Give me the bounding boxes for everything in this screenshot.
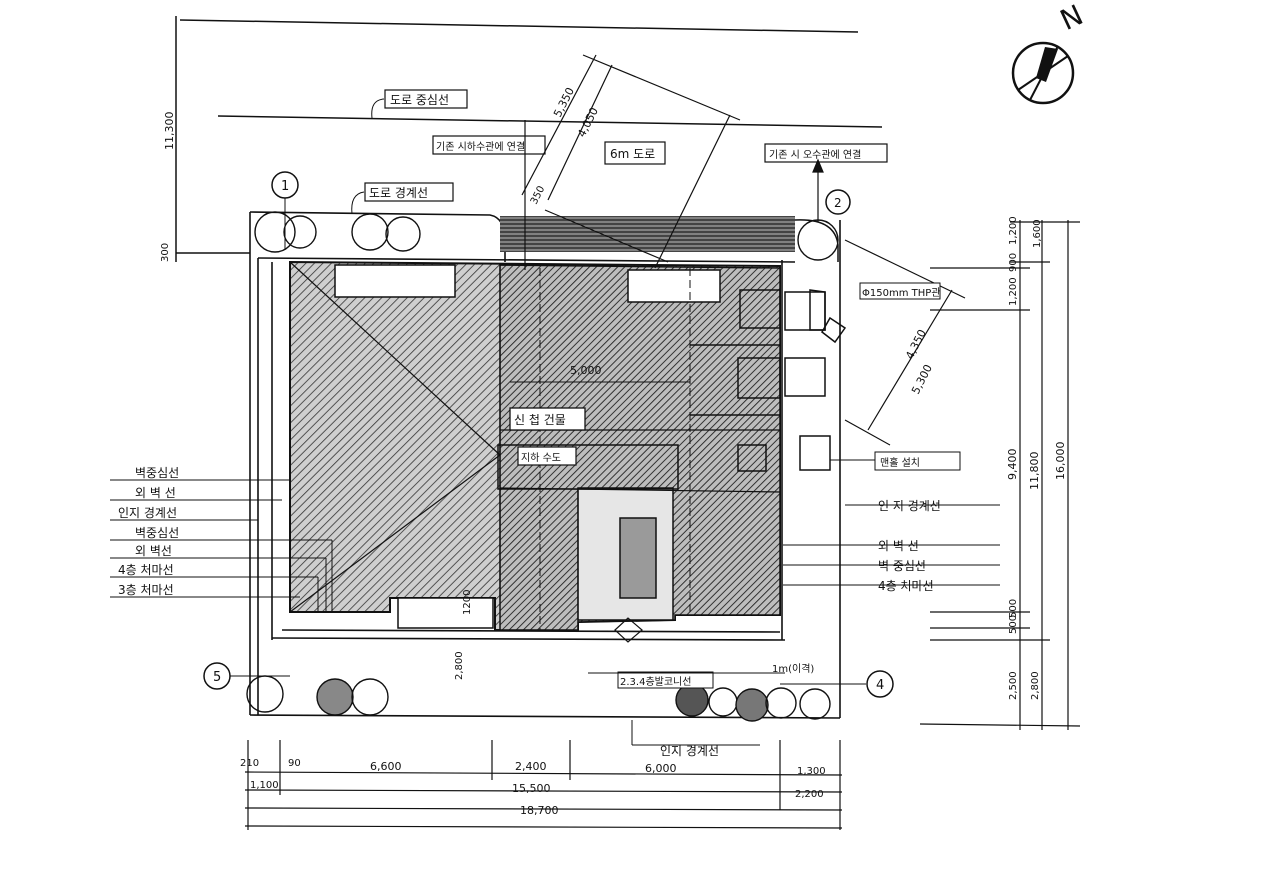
svg-text:1,600: 1,600 bbox=[1032, 219, 1043, 248]
svg-text:500: 500 bbox=[1008, 599, 1019, 618]
svg-text:1: 1 bbox=[281, 179, 289, 194]
building-labels: 신 첩 건물 지하 수도 5,000 Φ150mm THP관 4,350 5,3… bbox=[509, 282, 961, 471]
sewer-left-label: 기존 시하수관에 연결 bbox=[436, 140, 525, 153]
svg-text:300: 300 bbox=[160, 243, 171, 262]
canopy-label: 2.3.4층발코니선 bbox=[620, 676, 691, 688]
svg-text:외 벽선: 외 벽선 bbox=[135, 544, 172, 558]
parking-area bbox=[690, 289, 847, 472]
svg-text:1,300: 1,300 bbox=[797, 766, 826, 777]
road-6m-label: 6m 도로 bbox=[610, 147, 655, 161]
svg-text:2,200: 2,200 bbox=[795, 789, 824, 800]
svg-text:18,700: 18,700 bbox=[520, 804, 559, 817]
svg-text:2,800: 2,800 bbox=[1030, 671, 1041, 700]
bottom-dimension-text: 210 90 6,600 2,400 6,000 1,300 1,100 15,… bbox=[240, 758, 826, 817]
svg-text:5: 5 bbox=[213, 670, 221, 685]
svg-text:1,200: 1,200 bbox=[1008, 277, 1019, 306]
sewer-right-label: 기존 시 오수관에 연결 bbox=[769, 149, 861, 161]
outer-wall-right: 외 벽 선 bbox=[878, 539, 919, 553]
svg-text:11,300: 11,300 bbox=[163, 112, 176, 151]
road-boundary-label: 도로 경계선 bbox=[369, 186, 428, 200]
svg-text:5,000: 5,000 bbox=[570, 364, 602, 377]
svg-text:15,500: 15,500 bbox=[512, 782, 551, 795]
svg-text:16,000: 16,000 bbox=[1054, 442, 1067, 481]
svg-text:벽중심선: 벽중심선 bbox=[135, 466, 179, 480]
grid-marker-5: 5 bbox=[203, 662, 290, 690]
svg-text:4: 4 bbox=[876, 678, 884, 693]
basement-label: 지하 수도 bbox=[521, 451, 561, 464]
site-boundary-bottom: 인지 경계선 bbox=[660, 744, 719, 758]
pipe-label: Φ150mm THP관 bbox=[862, 287, 940, 299]
svg-text:1,100: 1,100 bbox=[250, 780, 279, 791]
svg-text:2: 2 bbox=[834, 196, 842, 210]
site-boundary-right: 인 지 경계선 bbox=[878, 499, 941, 513]
svg-text:900: 900 bbox=[1008, 253, 1019, 272]
svg-text:외 벽 선: 외 벽 선 bbox=[135, 486, 176, 500]
svg-text:11,800: 11,800 bbox=[1028, 452, 1041, 491]
right-labels: 인 지 경계선 외 벽 선 벽 중심선 4층 처마선 bbox=[783, 499, 1000, 593]
diagonal-dimensions bbox=[521, 54, 966, 446]
svg-text:1m(이격): 1m(이격) bbox=[772, 662, 814, 675]
svg-text:4층 처마선: 4층 처마선 bbox=[118, 563, 174, 577]
svg-text:2,500: 2,500 bbox=[1008, 671, 1019, 700]
left-labels: 벽중심선 외 벽 선 인지 경계선 벽중심선 외 벽선 4층 처마선 3층 처마… bbox=[110, 466, 333, 612]
svg-text:90: 90 bbox=[288, 758, 301, 769]
svg-text:2,400: 2,400 bbox=[515, 760, 547, 773]
svg-text:5,350: 5,350 bbox=[551, 85, 577, 119]
road-lines bbox=[175, 16, 883, 262]
north-arrow: N bbox=[1011, 0, 1088, 105]
svg-text:4,350: 4,350 bbox=[903, 327, 929, 361]
svg-text:벽중심선: 벽중심선 bbox=[135, 526, 179, 540]
svg-text:2,800: 2,800 bbox=[454, 651, 465, 680]
new-building-label: 신 첩 건물 bbox=[514, 413, 566, 427]
wall-center-right: 벽 중심선 bbox=[878, 559, 926, 573]
svg-text:6,000: 6,000 bbox=[645, 762, 677, 775]
road-strip bbox=[500, 216, 795, 252]
north-label: N bbox=[1055, 0, 1088, 37]
road-center-label: 도로 중심선 bbox=[390, 93, 449, 107]
right-dimensions bbox=[919, 220, 1081, 730]
svg-text:1,200: 1,200 bbox=[1008, 216, 1019, 245]
svg-text:9,400: 9,400 bbox=[1006, 449, 1019, 481]
svg-text:5,300: 5,300 bbox=[909, 362, 935, 396]
grid-marker-4: 4 bbox=[780, 670, 894, 698]
grid-marker-1: 1 bbox=[271, 171, 299, 250]
manhole-label: 맨홀 설치 bbox=[880, 456, 920, 469]
svg-text:500: 500 bbox=[1008, 615, 1019, 634]
svg-text:3층 처마선: 3층 처마선 bbox=[118, 583, 174, 597]
svg-text:350: 350 bbox=[529, 184, 547, 206]
grid-marker-2: 2 bbox=[825, 189, 851, 215]
svg-text:1200: 1200 bbox=[462, 590, 473, 615]
bottom-dimensions bbox=[244, 740, 843, 830]
svg-text:6,600: 6,600 bbox=[370, 760, 402, 773]
svg-text:210: 210 bbox=[240, 758, 259, 769]
svg-text:인지 경계선: 인지 경계선 bbox=[118, 506, 177, 520]
bottom-labels: 2.3.4층발코니선 1m(이격) 인지 경계선 bbox=[588, 662, 814, 758]
right-dimension-text: 1,200 1,600 900 1,200 9,400 11,800 16,00… bbox=[454, 216, 1067, 700]
eave-4f-right: 4층 처마선 bbox=[878, 579, 934, 593]
